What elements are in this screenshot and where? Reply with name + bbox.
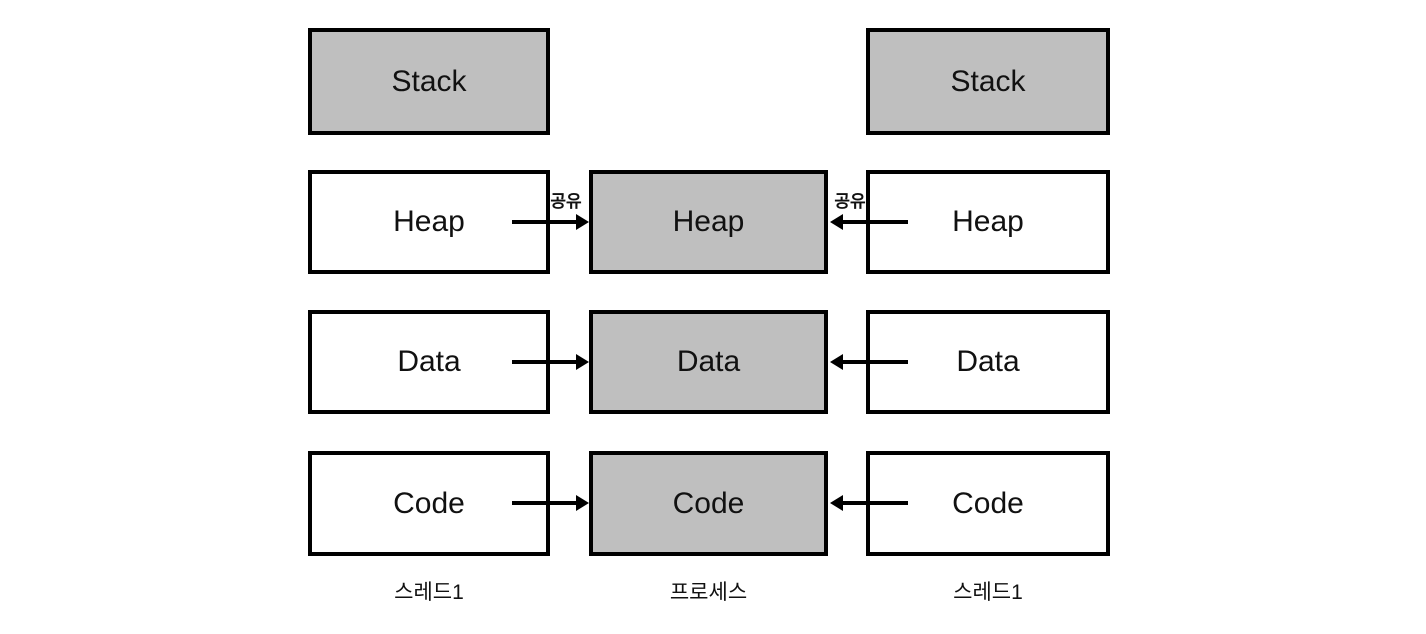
caption-thread-right: 스레드1 (953, 581, 1023, 604)
box-process-heap: Heap (589, 170, 828, 274)
arrowhead-heap-right (830, 214, 843, 230)
box-process-code: Code (589, 451, 828, 556)
arrowhead-data-right (830, 354, 843, 370)
arrow-line-heap-left (512, 220, 576, 224)
arrow-line-data-right (843, 360, 908, 364)
arrow-line-data-left (512, 360, 576, 364)
box-label: Stack (391, 64, 467, 98)
box-label: Code (672, 486, 745, 520)
arrowhead-heap-left (576, 214, 589, 230)
box-thread-left-stack: Stack (308, 28, 550, 135)
caption-process: 프로세스 (669, 581, 748, 604)
box-label: Heap (952, 205, 1024, 238)
box-label: Code (393, 486, 465, 520)
box-label: Code (952, 486, 1024, 520)
box-label: Heap (672, 205, 745, 238)
box-thread-right-stack: Stack (866, 28, 1110, 135)
arrowhead-code-right (830, 495, 843, 511)
share-label-left: 공유 (550, 192, 582, 211)
caption-thread-left: 스레드1 (394, 581, 464, 604)
arrow-line-code-left (512, 501, 576, 505)
arrow-line-code-right (843, 501, 908, 505)
box-label: Data (676, 345, 741, 378)
arrow-line-heap-right (843, 220, 908, 224)
box-label: Data (397, 345, 461, 378)
box-thread-left-data: Data (308, 310, 550, 414)
box-label: Data (956, 345, 1020, 378)
box-process-data: Data (589, 310, 828, 414)
arrowhead-code-left (576, 495, 589, 511)
arrowhead-data-left (576, 354, 589, 370)
box-label: Heap (393, 205, 465, 238)
box-thread-left-heap: Heap (308, 170, 550, 274)
share-label-right: 공유 (834, 192, 866, 211)
box-label: Stack (950, 64, 1026, 98)
